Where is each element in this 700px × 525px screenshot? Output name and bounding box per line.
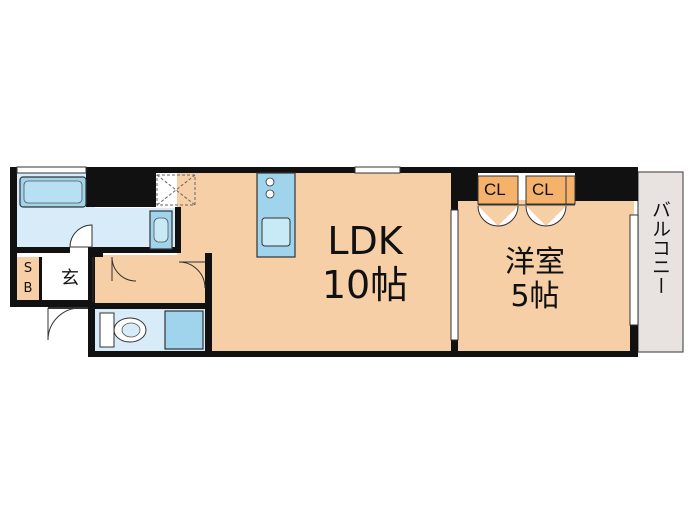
entrance-floor: [41, 257, 93, 302]
stove-burner-2: [265, 189, 275, 199]
window-ldk: [354, 166, 401, 174]
western-room-name: 洋室: [505, 245, 565, 280]
closet-2: [525, 175, 567, 205]
closet-1-label: CL: [484, 180, 506, 199]
ldk-label: LDK 10帖: [300, 219, 430, 307]
closet-1: [477, 175, 519, 205]
ldk-floor: [177, 173, 453, 351]
shoe-box-s: S: [23, 261, 33, 276]
ldk-size: 10帖: [321, 262, 409, 307]
entrance-label: 玄: [61, 268, 79, 289]
shoe-box-label: S B: [17, 259, 39, 299]
sliding-door-west: [450, 209, 459, 341]
fridge-space: [156, 174, 196, 206]
stove-burner-1: [265, 177, 275, 187]
balcony-floor: [637, 171, 684, 353]
closet-2-label: CL: [532, 180, 554, 199]
western-room-label: 洋室 5帖: [490, 247, 580, 312]
shoe-box-b: B: [23, 281, 33, 296]
walls: [10, 167, 638, 357]
balcony-label: バルコニー: [649, 200, 671, 295]
shoe-box: [17, 257, 39, 302]
toilet-cabinet: [164, 310, 204, 350]
toilet-tank: [99, 312, 115, 348]
window-bath: [16, 166, 87, 174]
window-west: [629, 214, 639, 326]
western-room-size: 5帖: [510, 278, 560, 314]
ldk-name: LDK: [327, 219, 403, 263]
kitchen-sink: [261, 217, 291, 247]
western-room-floor: [458, 200, 634, 351]
